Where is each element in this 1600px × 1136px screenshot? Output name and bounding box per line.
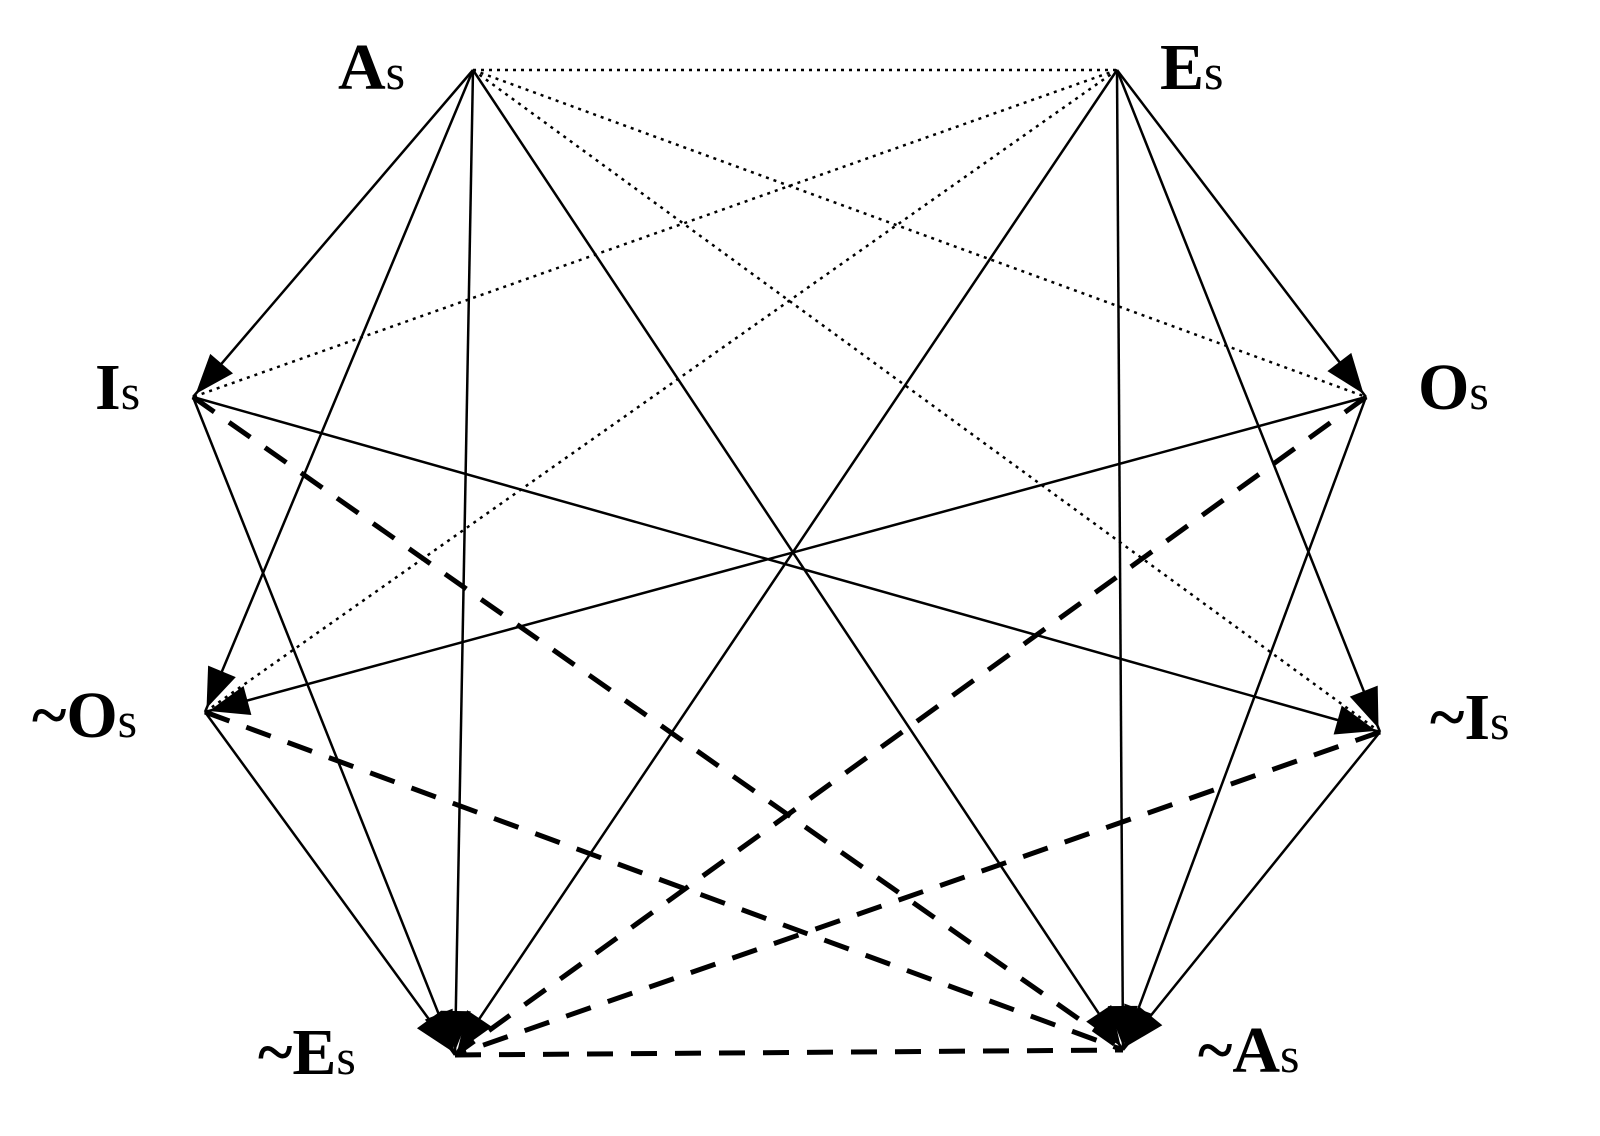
edge-nIs-nAs-solid bbox=[1122, 731, 1381, 1051]
edge-As-nOs-solid bbox=[203, 69, 475, 713]
node-label-Os: Os bbox=[1418, 351, 1489, 424]
arrowhead-icon bbox=[1333, 705, 1377, 735]
edge-Os-nOs-solid bbox=[204, 395, 1367, 714]
edge-Is-nEs-solid bbox=[191, 396, 457, 1056]
edge-As-nEs-solid bbox=[453, 69, 475, 1056]
node-label-not-As: ~As bbox=[1198, 1014, 1300, 1087]
edge-Es-nOs-dotted bbox=[204, 68, 1118, 714]
arrowhead-icon bbox=[1125, 1006, 1163, 1047]
edge-Os-nEs-dashed bbox=[453, 394, 1368, 1058]
node-label-not-Os: ~Os bbox=[32, 679, 138, 752]
arrowhead-icon bbox=[206, 665, 236, 709]
edge-Es-Os-solid bbox=[1116, 69, 1367, 398]
node-label-not-Is: ~Is bbox=[1430, 681, 1510, 754]
edge-nOs-nEs-solid bbox=[203, 711, 457, 1056]
node-label-not-Es: ~Es bbox=[258, 1016, 356, 1089]
edge-Is-nIs-solid bbox=[192, 395, 1381, 734]
edge-nOs-nAs-dashed bbox=[204, 709, 1124, 1053]
node-label-Es: Es bbox=[1160, 31, 1224, 104]
edge-Es-nIs-solid bbox=[1115, 69, 1382, 733]
arrowhead-icon bbox=[1327, 352, 1364, 394]
edge-Es-Is-dotted bbox=[192, 68, 1118, 399]
arrowhead-icon bbox=[208, 686, 252, 715]
edge-As-nAs-solid bbox=[471, 69, 1125, 1051]
node-label-As: As bbox=[338, 31, 406, 104]
edge-nIs-nEs-dashed bbox=[454, 729, 1381, 1058]
edge-nEs-nAs-dashed bbox=[454, 1047, 1124, 1058]
edge-As-nIs-dotted bbox=[472, 68, 1381, 734]
edge-Es-nAs-solid bbox=[1115, 69, 1125, 1051]
edge-As-Os-dotted bbox=[472, 68, 1367, 399]
arrowhead-icon bbox=[1349, 685, 1379, 729]
node-label-Is: Is bbox=[95, 351, 141, 424]
arrowhead-icon bbox=[195, 353, 234, 394]
arrowhead-icon bbox=[457, 1010, 492, 1052]
edge-Os-nAs-solid bbox=[1121, 396, 1368, 1051]
edge-Es-nEs-solid bbox=[453, 69, 1119, 1056]
edge-As-Is-solid bbox=[192, 69, 474, 398]
edge-Is-nAs-dashed bbox=[191, 394, 1125, 1053]
arrowhead-icon bbox=[416, 1010, 453, 1052]
